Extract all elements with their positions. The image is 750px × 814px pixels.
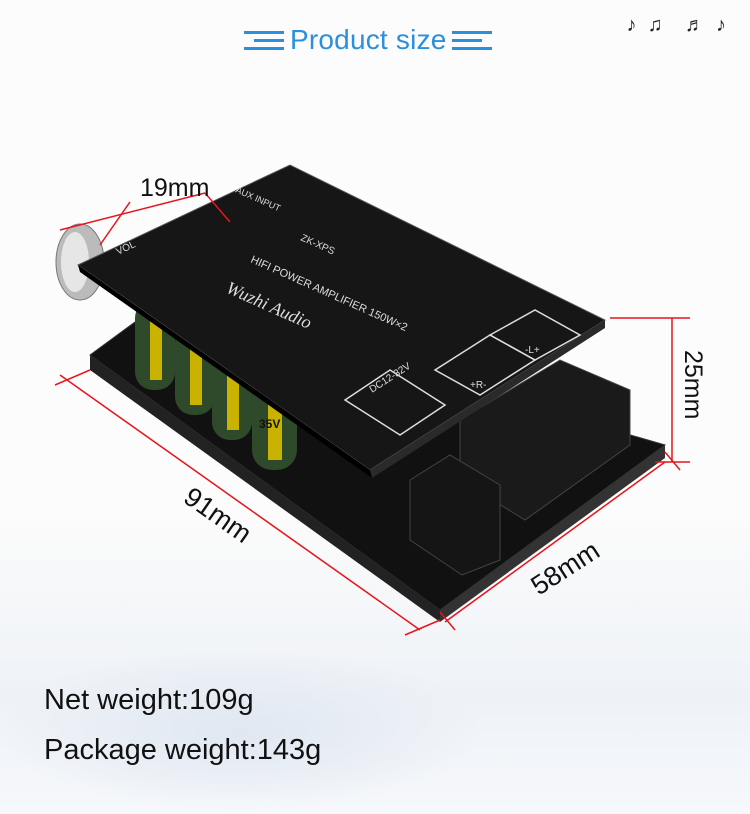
cloud-decoration [0, 650, 480, 810]
dimension-lines [54, 192, 690, 636]
left-channel-label: -L+ [525, 345, 540, 356]
title-lines-right-icon [452, 30, 493, 50]
title-lines-left-icon [244, 30, 284, 50]
package-weight: Package weight:143g [44, 734, 322, 766]
dc-jack [409, 454, 501, 576]
height-dimension-label: 25mm [679, 350, 707, 420]
music-notes-icon: ♪ ♫ ♬ ♪ [626, 14, 726, 36]
net-weight: Net weight:109g [44, 684, 254, 716]
capacitor-value-text: 35V [259, 417, 280, 431]
title-text: Product size [290, 24, 447, 55]
knob-dimension-label: 19mm [140, 174, 210, 202]
section-title: Product size [244, 24, 493, 56]
right-channel-label: +R- [470, 380, 486, 391]
